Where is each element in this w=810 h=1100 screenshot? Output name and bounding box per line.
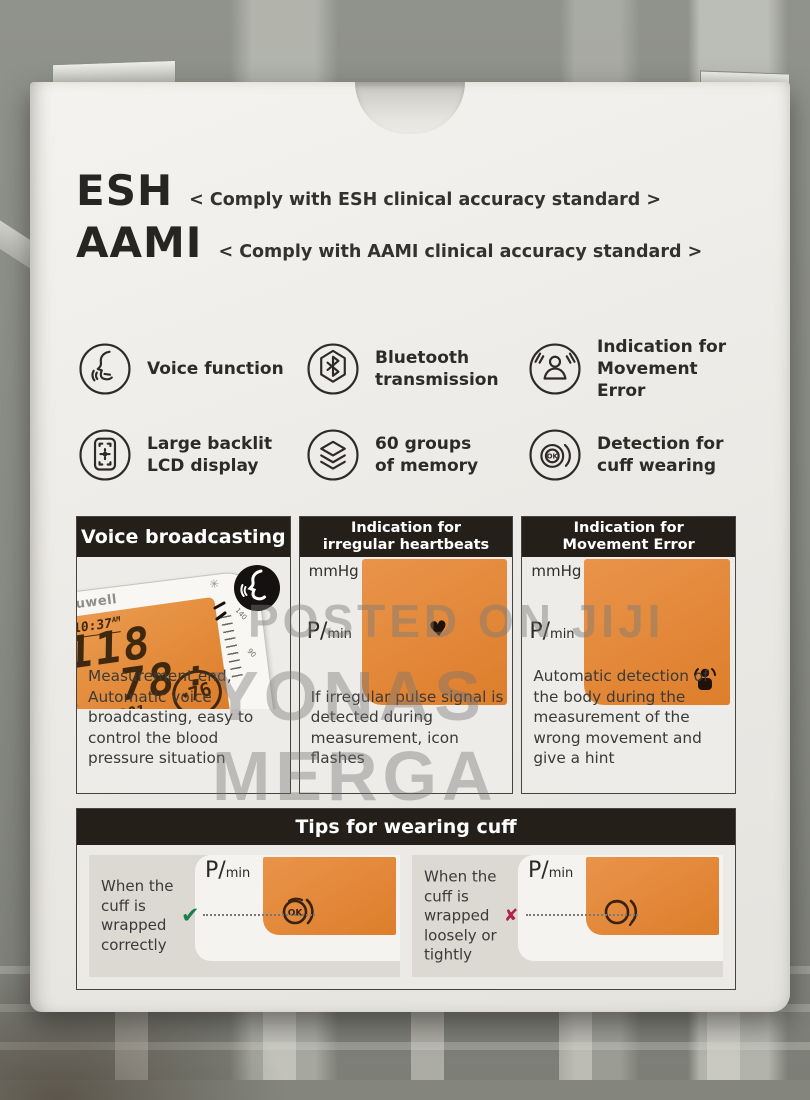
memory-icon: [304, 426, 362, 484]
panel-title-line2: Movement Error: [562, 537, 695, 553]
tips-header: Tips for wearing cuff: [77, 809, 735, 845]
screen-mock: mmHg P/min: [522, 557, 735, 709]
flower-icon: ✳: [208, 576, 221, 592]
pmin-label: P/min: [306, 619, 352, 644]
standard-desc: < Comply with ESH clinical accuracy stan…: [189, 190, 662, 210]
screen-card: P/min OK: [195, 855, 400, 961]
tip-text: When the cuff is wrapped loosely or tigh…: [424, 867, 497, 964]
movement-error-icon: [526, 340, 584, 398]
tip-case-correct: When the cuff is wrapped correctly ✔ P/m…: [89, 855, 400, 977]
lcd-display-icon: [76, 426, 134, 484]
sound-tick-marks: [212, 601, 230, 621]
product-box-back-panel: ESH < Comply with ESH clinical accuracy …: [30, 82, 790, 1012]
standard-name: ESH: [76, 166, 174, 215]
feature-label: 60 groups of memory: [375, 434, 479, 477]
standard-desc: < Comply with AAMI clinical accuracy sta…: [218, 242, 703, 262]
feature-voice-function: Voice function: [76, 336, 304, 402]
tips-for-wearing-cuff: Tips for wearing cuff When the cuff is w…: [76, 808, 736, 990]
feature-cuff-detection: OK Detection for cuff wearing: [526, 426, 748, 484]
tip-case-wrong: When the cuff is wrapped loosely or tigh…: [412, 855, 723, 977]
screen-mock: mmHg P/min ♥: [300, 557, 513, 709]
cross-icon: ✘: [504, 906, 519, 926]
check-icon: ✔: [181, 903, 200, 929]
feature-label: Voice function: [147, 359, 284, 380]
mmhg-label: mmHg: [308, 562, 359, 580]
mmhg-label: mmHg: [531, 562, 582, 580]
accuracy-standards: ESH < Comply with ESH clinical accuracy …: [76, 170, 736, 274]
panel-title-line2: irregular heartbeats: [322, 537, 490, 553]
feature-grid: Voice function Bluetooth transmission: [76, 336, 748, 484]
brand-logo: yuwell: [77, 592, 118, 614]
panel-description: Measurement end, Automatic voice broadca…: [88, 667, 254, 768]
orange-lcd-area: ♥: [361, 559, 508, 705]
device-illustration: yuwell ✳ 10:37AM 118 78 ♥76 01 140 90 DI…: [77, 557, 290, 709]
panel-irregular-heartbeats: Indication for irregular heartbeats mmHg…: [298, 516, 514, 794]
panel-movement-error: Indication for Movement Error mmHg P/min: [521, 516, 737, 794]
pmin-label: P/min: [528, 858, 574, 883]
pmin-label: P/min: [205, 858, 251, 883]
irregular-heartbeat-icon: ♥: [427, 616, 449, 643]
panel-title-line1: Indication for: [573, 519, 684, 536]
panel-header: Indication for Movement Error: [522, 517, 736, 557]
svg-text:OK: OK: [547, 453, 559, 461]
standard-row-aami: AAMI < Comply with AAMI clinical accurac…: [76, 222, 736, 264]
svg-text:OK: OK: [288, 909, 304, 919]
bluetooth-icon: [304, 340, 362, 398]
feature-bluetooth: Bluetooth transmission: [304, 336, 526, 402]
panel-voice-broadcasting: Voice broadcasting yuwell ✳ 10:37AM 118 …: [76, 516, 291, 794]
feature-lcd-display: Large backlit LCD display: [76, 426, 304, 484]
feature-label: Bluetooth transmission: [375, 348, 499, 391]
orange-lcd-area: OK: [263, 857, 396, 935]
panel-description: Automatic detection of the body during t…: [533, 667, 709, 768]
orange-lcd-area: [584, 559, 731, 705]
body-movement-icon: [690, 665, 720, 695]
scale-label-90: 90: [245, 647, 258, 660]
dotted-connector: [203, 914, 315, 916]
feature-memory: 60 groups of memory: [304, 426, 526, 484]
feature-label: Detection for cuff wearing: [597, 434, 724, 477]
panel-description: If irregular pulse signal is detected du…: [310, 687, 504, 768]
standard-name: AAMI: [76, 218, 203, 267]
explanation-panels: Voice broadcasting yuwell ✳ 10:37AM 118 …: [76, 516, 737, 794]
panel-title: Voice broadcasting: [81, 526, 286, 548]
panel-header: Indication for irregular heartbeats: [299, 517, 513, 557]
cuff-error-icon: [600, 892, 646, 930]
cuff-detection-icon: OK: [526, 426, 584, 484]
feature-movement-error: Indication for Movement Error: [526, 336, 748, 402]
standard-row-esh: ESH < Comply with ESH clinical accuracy …: [76, 170, 736, 212]
pmin-label: P/min: [529, 619, 575, 644]
panel-title-line1: Indication for: [350, 519, 462, 536]
orange-lcd-area: [586, 857, 719, 935]
panel-header: Voice broadcasting: [77, 517, 290, 557]
tip-text: When the cuff is wrapped correctly: [101, 877, 174, 954]
voice-icon: [76, 340, 134, 398]
cuff-ok-icon: OK: [277, 892, 323, 930]
dotted-connector: [526, 914, 638, 916]
feature-label: Large backlit LCD display: [147, 434, 273, 477]
feature-label: Indication for Movement Error: [597, 337, 727, 402]
screen-card: P/min: [518, 855, 723, 961]
voice-broadcast-icon: [232, 563, 282, 613]
tips-body: When the cuff is wrapped correctly ✔ P/m…: [77, 845, 735, 987]
thumb-notch: [355, 82, 465, 134]
